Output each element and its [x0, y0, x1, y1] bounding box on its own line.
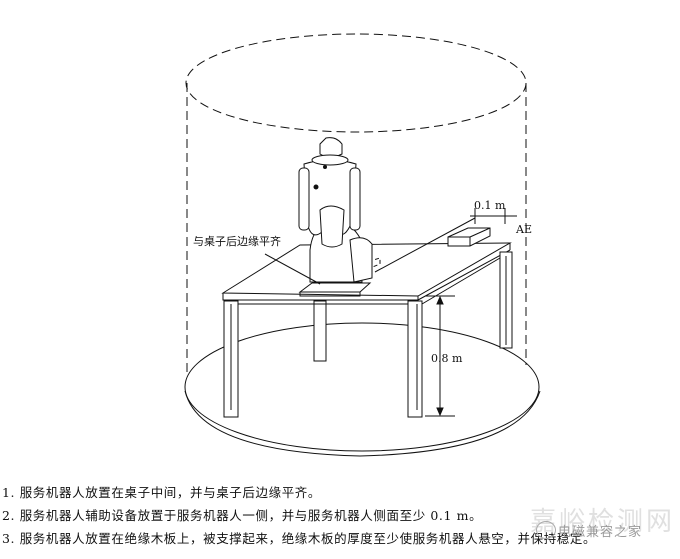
note-3: 3. 服务机器人放置在绝缘木板上，被支撑起来，绝缘木板的厚度至少使服务机器人悬空…: [2, 531, 597, 546]
insulating-board: [298, 282, 372, 293]
test-setup-diagram: 与桌子后边缘平齐 0.1 m AE 0.8 m: [184, 33, 541, 457]
robot-arm-right: [349, 167, 361, 231]
robot-head: [319, 137, 343, 158]
align-edge-label: 与桌子后边缘平齐: [193, 234, 281, 248]
note-2: 2. 服务机器人辅助设备放置于服务机器人一侧，并与服务机器人侧面至少 0.1 m…: [2, 508, 483, 523]
table-leg-back-left: [313, 300, 327, 362]
notes-list: 1. 服务机器人放置在桌子中间，并与桌子后边缘平齐。 2. 服务机器人辅助设备放…: [0, 481, 680, 550]
cylinder-top-ellipse: [185, 33, 527, 133]
table-leg-front-right: [407, 300, 423, 418]
ae-label: AE: [515, 223, 532, 236]
robot-arm-left: [298, 167, 310, 231]
ground-plane: [184, 322, 540, 452]
table-height-label: 0.8 m: [431, 352, 463, 365]
note-1: 1. 服务机器人放置在桌子中间，并与桌子后边缘平齐。: [2, 485, 322, 500]
distance-label: 0.1 m: [474, 199, 506, 212]
